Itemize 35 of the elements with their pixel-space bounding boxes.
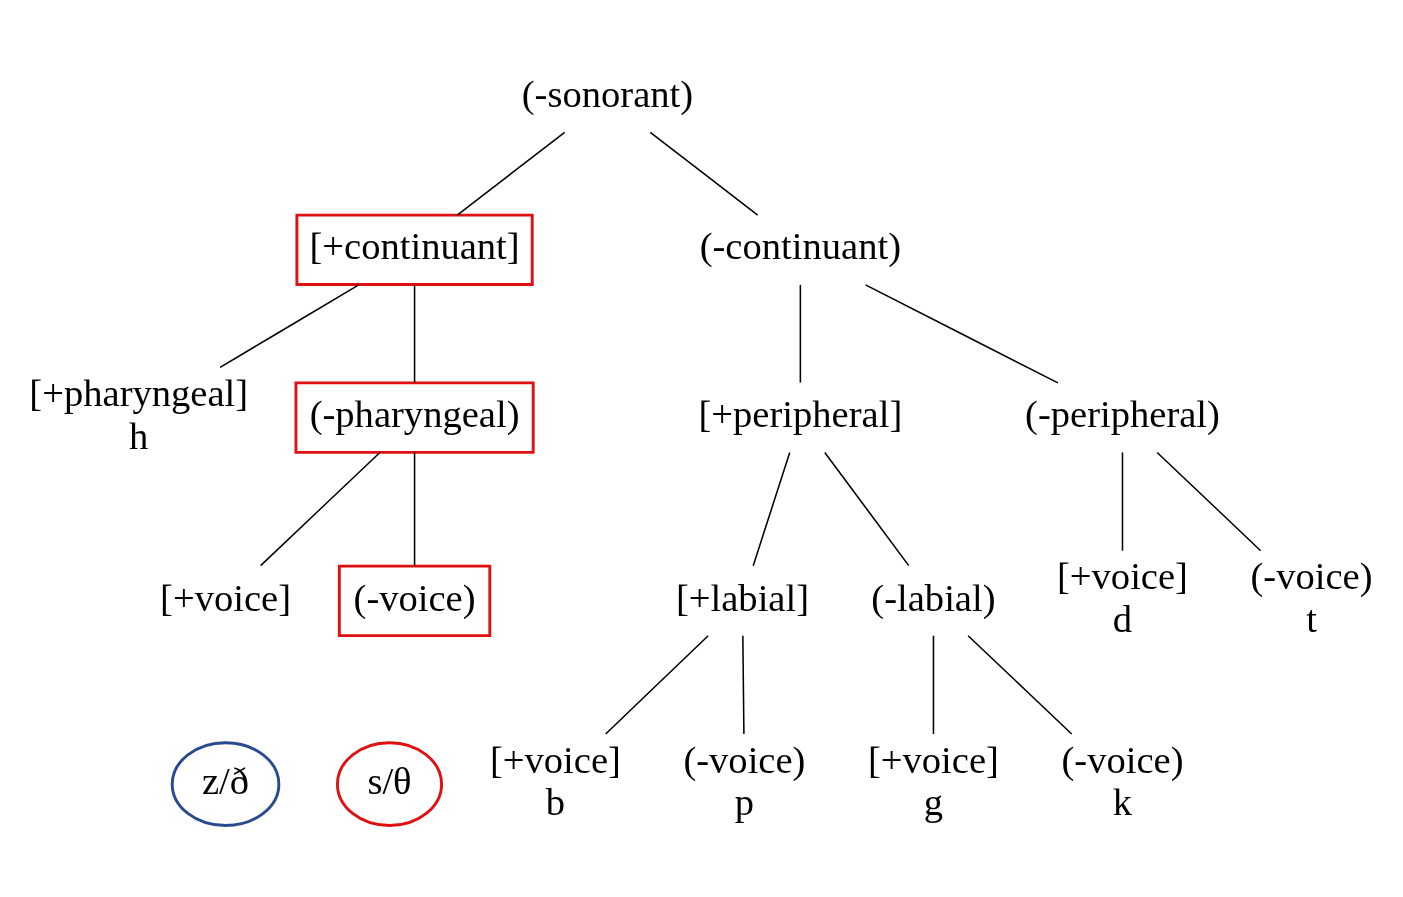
- connector: [799, 284, 802, 384]
- node-text: (-voice) t: [1250, 555, 1373, 640]
- node-text: [+voice] g: [867, 738, 999, 823]
- node-text: (-labial): [871, 576, 996, 619]
- connector: [413, 284, 416, 384]
- connector: [1121, 451, 1124, 552]
- node-text: (-peripheral): [1025, 393, 1220, 436]
- connector: [456, 131, 566, 216]
- connector: [604, 634, 709, 735]
- connector: [864, 284, 1059, 384]
- connector: [932, 634, 935, 735]
- node-text: [+peripheral]: [698, 393, 903, 436]
- connector: [967, 634, 1073, 735]
- node-text: [+voice] d: [1057, 555, 1188, 640]
- node-box: (-voice): [337, 564, 492, 638]
- node-text: (-voice) k: [1061, 738, 1184, 823]
- node-text: (-continuant): [699, 225, 902, 268]
- node-text: [+voice]: [160, 576, 292, 619]
- node-text: [+pharyngeal] h: [29, 372, 249, 457]
- node-box: (-pharyngeal): [294, 381, 535, 454]
- connector: [742, 634, 745, 735]
- connector: [219, 284, 360, 369]
- connector: [1156, 451, 1262, 552]
- node-text: (-voice) p: [683, 738, 806, 823]
- node-text: (-sonorant): [521, 73, 694, 116]
- connector: [649, 131, 759, 216]
- node-box: [+continuant]: [295, 213, 534, 286]
- node-ellipse: s/θ: [335, 741, 444, 827]
- connector: [259, 451, 381, 567]
- node-ellipse: z/ð: [170, 741, 281, 827]
- connector: [752, 451, 791, 567]
- connector: [824, 451, 910, 567]
- node-text: [+labial]: [675, 576, 810, 619]
- connector: [413, 451, 416, 567]
- node-text: [+voice] b: [489, 738, 621, 823]
